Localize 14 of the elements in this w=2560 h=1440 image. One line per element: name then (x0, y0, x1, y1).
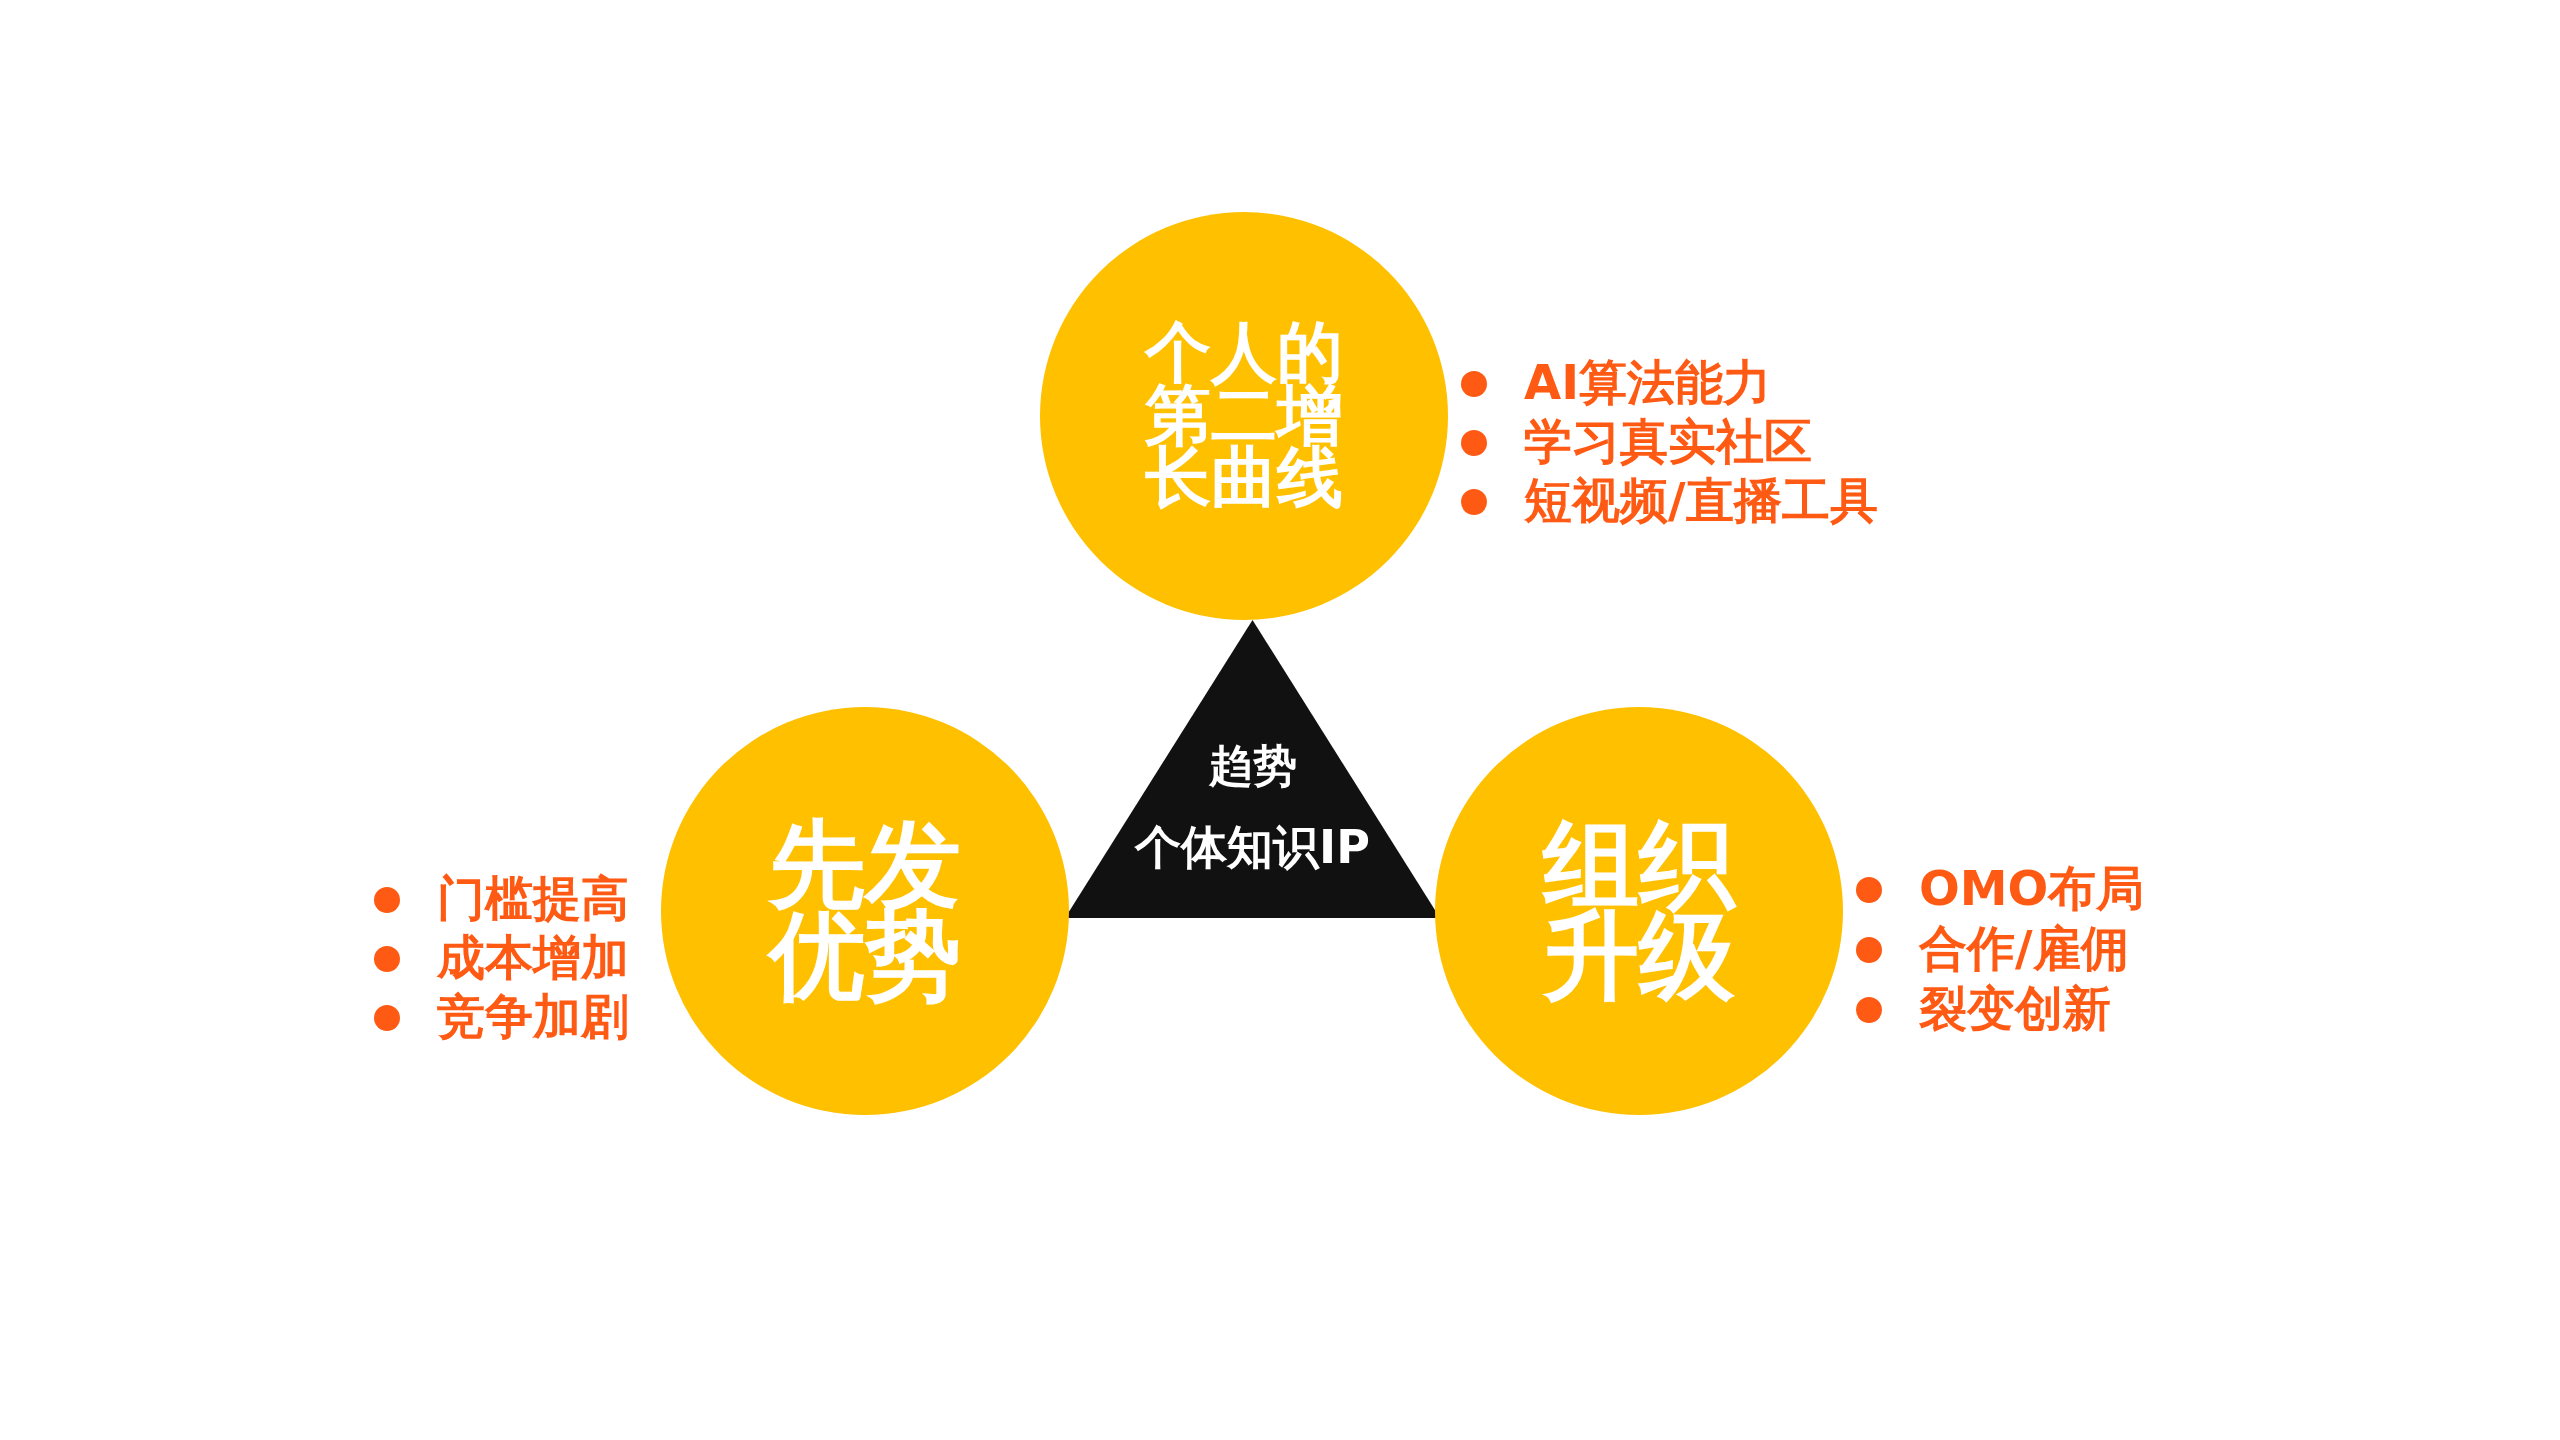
bullet-text: 合作/雇佣 (1919, 920, 2129, 976)
circle-label: 先发优势 (765, 819, 965, 1003)
circle-label: 组织升级 (1541, 819, 1738, 1003)
bullet-text: 竞争加剧 (437, 988, 629, 1044)
bullet-text: 裂变创新 (1919, 980, 2111, 1036)
bullet-text: 短视频/直播工具 (1524, 472, 1878, 528)
bullet-text: 学习真实社区 (1524, 413, 1812, 469)
bullet-text: OMO布局 (1919, 860, 2145, 916)
bullet-text: 门槛提高 (437, 870, 629, 926)
triangle-label: 趋势 (1208, 740, 1297, 792)
bullet-text: AI算法能力 (1524, 354, 1771, 410)
triangle-label: 个体知识IP (1135, 820, 1370, 874)
circle-label: 个人的第二增长曲线 (1143, 321, 1344, 511)
bullet-text: 成本增加 (437, 929, 629, 985)
